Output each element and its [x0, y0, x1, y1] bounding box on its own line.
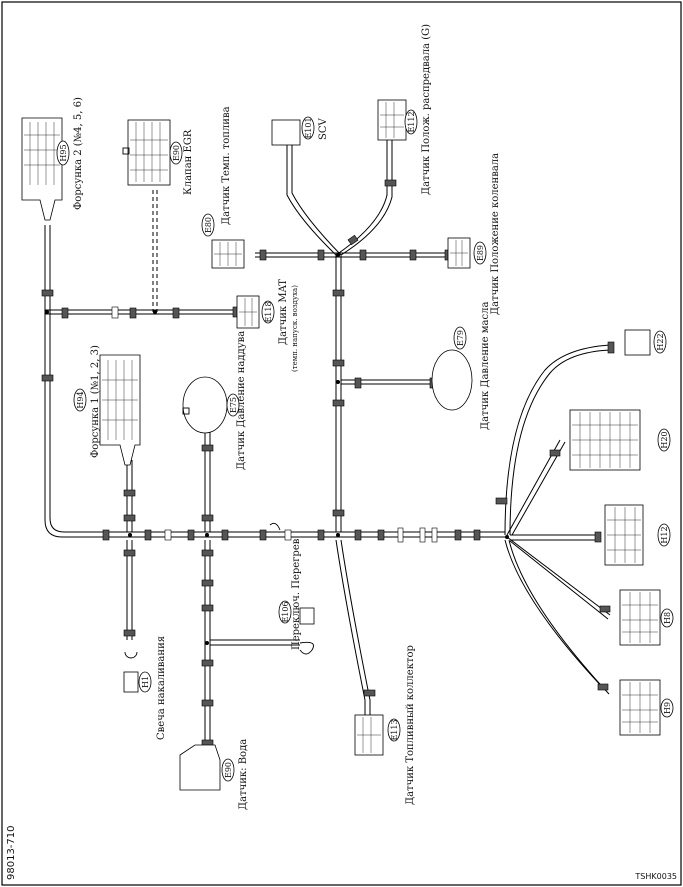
- h1-label: Свеча накаливания: [156, 636, 167, 740]
- h95-label: Форсунка 2 (№4, 5, 6): [73, 97, 84, 210]
- connector-e106: [299, 607, 315, 625]
- connector-e79: [431, 349, 473, 411]
- connector-pin-grids: [24, 102, 658, 753]
- glow-plug-symbol: [124, 651, 138, 659]
- h22-id: H22: [656, 333, 665, 350]
- e79-label: Датчик Давление масла: [480, 302, 491, 430]
- connector-id-text: H95 E90 E80 E101 E112 E89 E118 H94 E75 E…: [59, 111, 672, 778]
- e112-id: E112: [407, 111, 416, 132]
- e112-label: Датчик Полож. распредвала (G): [421, 24, 432, 195]
- connector-h22: [624, 329, 651, 356]
- connector-h94: [99, 354, 141, 466]
- e75-label: Датчик Давление наддува: [236, 331, 247, 470]
- overheat-switch-symbol: [299, 641, 314, 655]
- e118-label: Датчик MAT: [278, 279, 289, 345]
- e118-id: E118: [264, 301, 273, 322]
- h12-id: H12: [660, 526, 669, 543]
- harness-wires: [44, 140, 611, 760]
- h20-id: H20: [660, 431, 669, 448]
- e75-id: E75: [229, 397, 238, 413]
- e101-id: E101: [304, 117, 313, 138]
- connector-e75: [182, 376, 228, 434]
- h94-id: H94: [76, 391, 85, 408]
- figure-code: TSHK0035: [634, 872, 677, 881]
- connector-h95: [21, 117, 63, 221]
- e113-id: E113: [390, 719, 399, 740]
- e89-label: Датчик Положение коленвала: [490, 153, 501, 315]
- e106-label: Переключ. Перегрев: [291, 538, 302, 650]
- e90-bottom-id: E90: [224, 762, 233, 778]
- e118-label-2: (темп. напуск. воздуха): [291, 285, 299, 372]
- e106-id: E106: [281, 601, 290, 622]
- h9-id: H9: [663, 702, 672, 714]
- h8-id: H8: [663, 612, 672, 624]
- h95-id: H95: [59, 144, 68, 161]
- junction-dots: [45, 253, 509, 645]
- pressure-switch-symbol: [269, 522, 281, 531]
- e101-label: SCV: [318, 117, 329, 140]
- h1-id: H1: [141, 676, 150, 688]
- e80-label: Датчик Темп. топлива: [221, 106, 232, 225]
- e80-id: E80: [204, 217, 213, 233]
- component-labels: Форсунка 2 (№4, 5, 6) Клапан EGR Датчик …: [73, 24, 501, 810]
- connector-e112: [377, 99, 407, 141]
- h94-label: Форсунка 1 (№1, 2, 3): [90, 345, 101, 458]
- connector-e90-bottom: [179, 744, 221, 791]
- connector-id-tags: [56, 109, 674, 782]
- connector-h1: [123, 671, 139, 693]
- harness-clips: [41, 179, 615, 747]
- page-code: 98013-710: [6, 825, 17, 880]
- component-glyphs: [122, 147, 314, 659]
- e90-top-id: E90: [172, 145, 181, 161]
- e90-bottom-label: Датчик: Вода: [238, 739, 249, 810]
- e113-label: Датчик Топливный коллектор: [405, 645, 416, 805]
- e79-id: E79: [456, 330, 465, 346]
- e89-id: E89: [476, 245, 485, 261]
- e90-top-label: Клапан EGR: [183, 129, 194, 195]
- connector-e101: [271, 119, 301, 146]
- connector-e90-top: [127, 119, 171, 186]
